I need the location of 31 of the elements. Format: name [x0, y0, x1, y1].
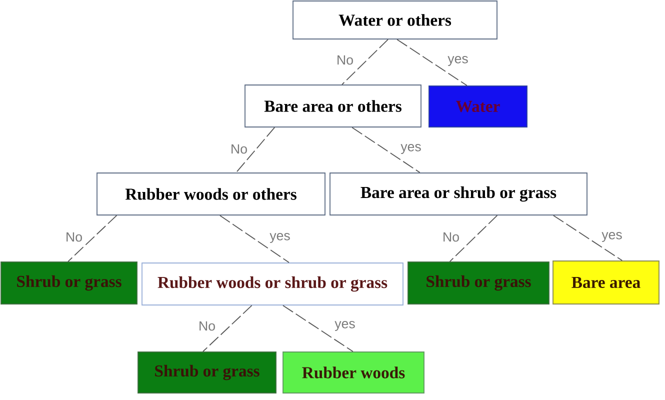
edge-label: No — [335, 54, 355, 66]
branch-line — [68, 215, 118, 262]
branch-line — [352, 127, 420, 173]
branch-line — [219, 215, 290, 263]
branch-line — [449, 215, 498, 262]
edge-label: yes — [600, 230, 624, 244]
class-box: Shrub or grass — [408, 262, 550, 304]
branch-line — [202, 304, 252, 352]
branch-line — [236, 127, 276, 173]
decision-box: Bare area or shrub or grass — [330, 172, 588, 216]
class-box: Bare area — [552, 260, 660, 304]
edge-label: No — [441, 231, 461, 243]
class-box: Rubber woods — [282, 352, 424, 394]
class-box: Water — [428, 86, 528, 128]
branch-line — [396, 39, 468, 86]
decision-box: Water or others — [292, 0, 498, 40]
branch-line — [282, 304, 354, 352]
edge-label: yes — [446, 54, 470, 68]
class-box: Shrub or grass — [138, 352, 276, 394]
class-box: Shrub or grass — [0, 262, 138, 304]
edge-label: yes — [333, 320, 357, 332]
edge-label: yes — [268, 232, 292, 244]
edge-label: yes — [399, 142, 423, 156]
decision-box: Bare area or others — [244, 84, 422, 128]
branch-line — [342, 39, 388, 85]
edge-label: No — [229, 143, 249, 155]
branch-line — [552, 215, 623, 261]
edge-label: No — [64, 231, 84, 243]
edge-label: No — [197, 320, 217, 332]
decision-box: Rubber woods or shrub or grass — [142, 262, 404, 306]
decision-box: Rubber woods or others — [96, 172, 326, 216]
